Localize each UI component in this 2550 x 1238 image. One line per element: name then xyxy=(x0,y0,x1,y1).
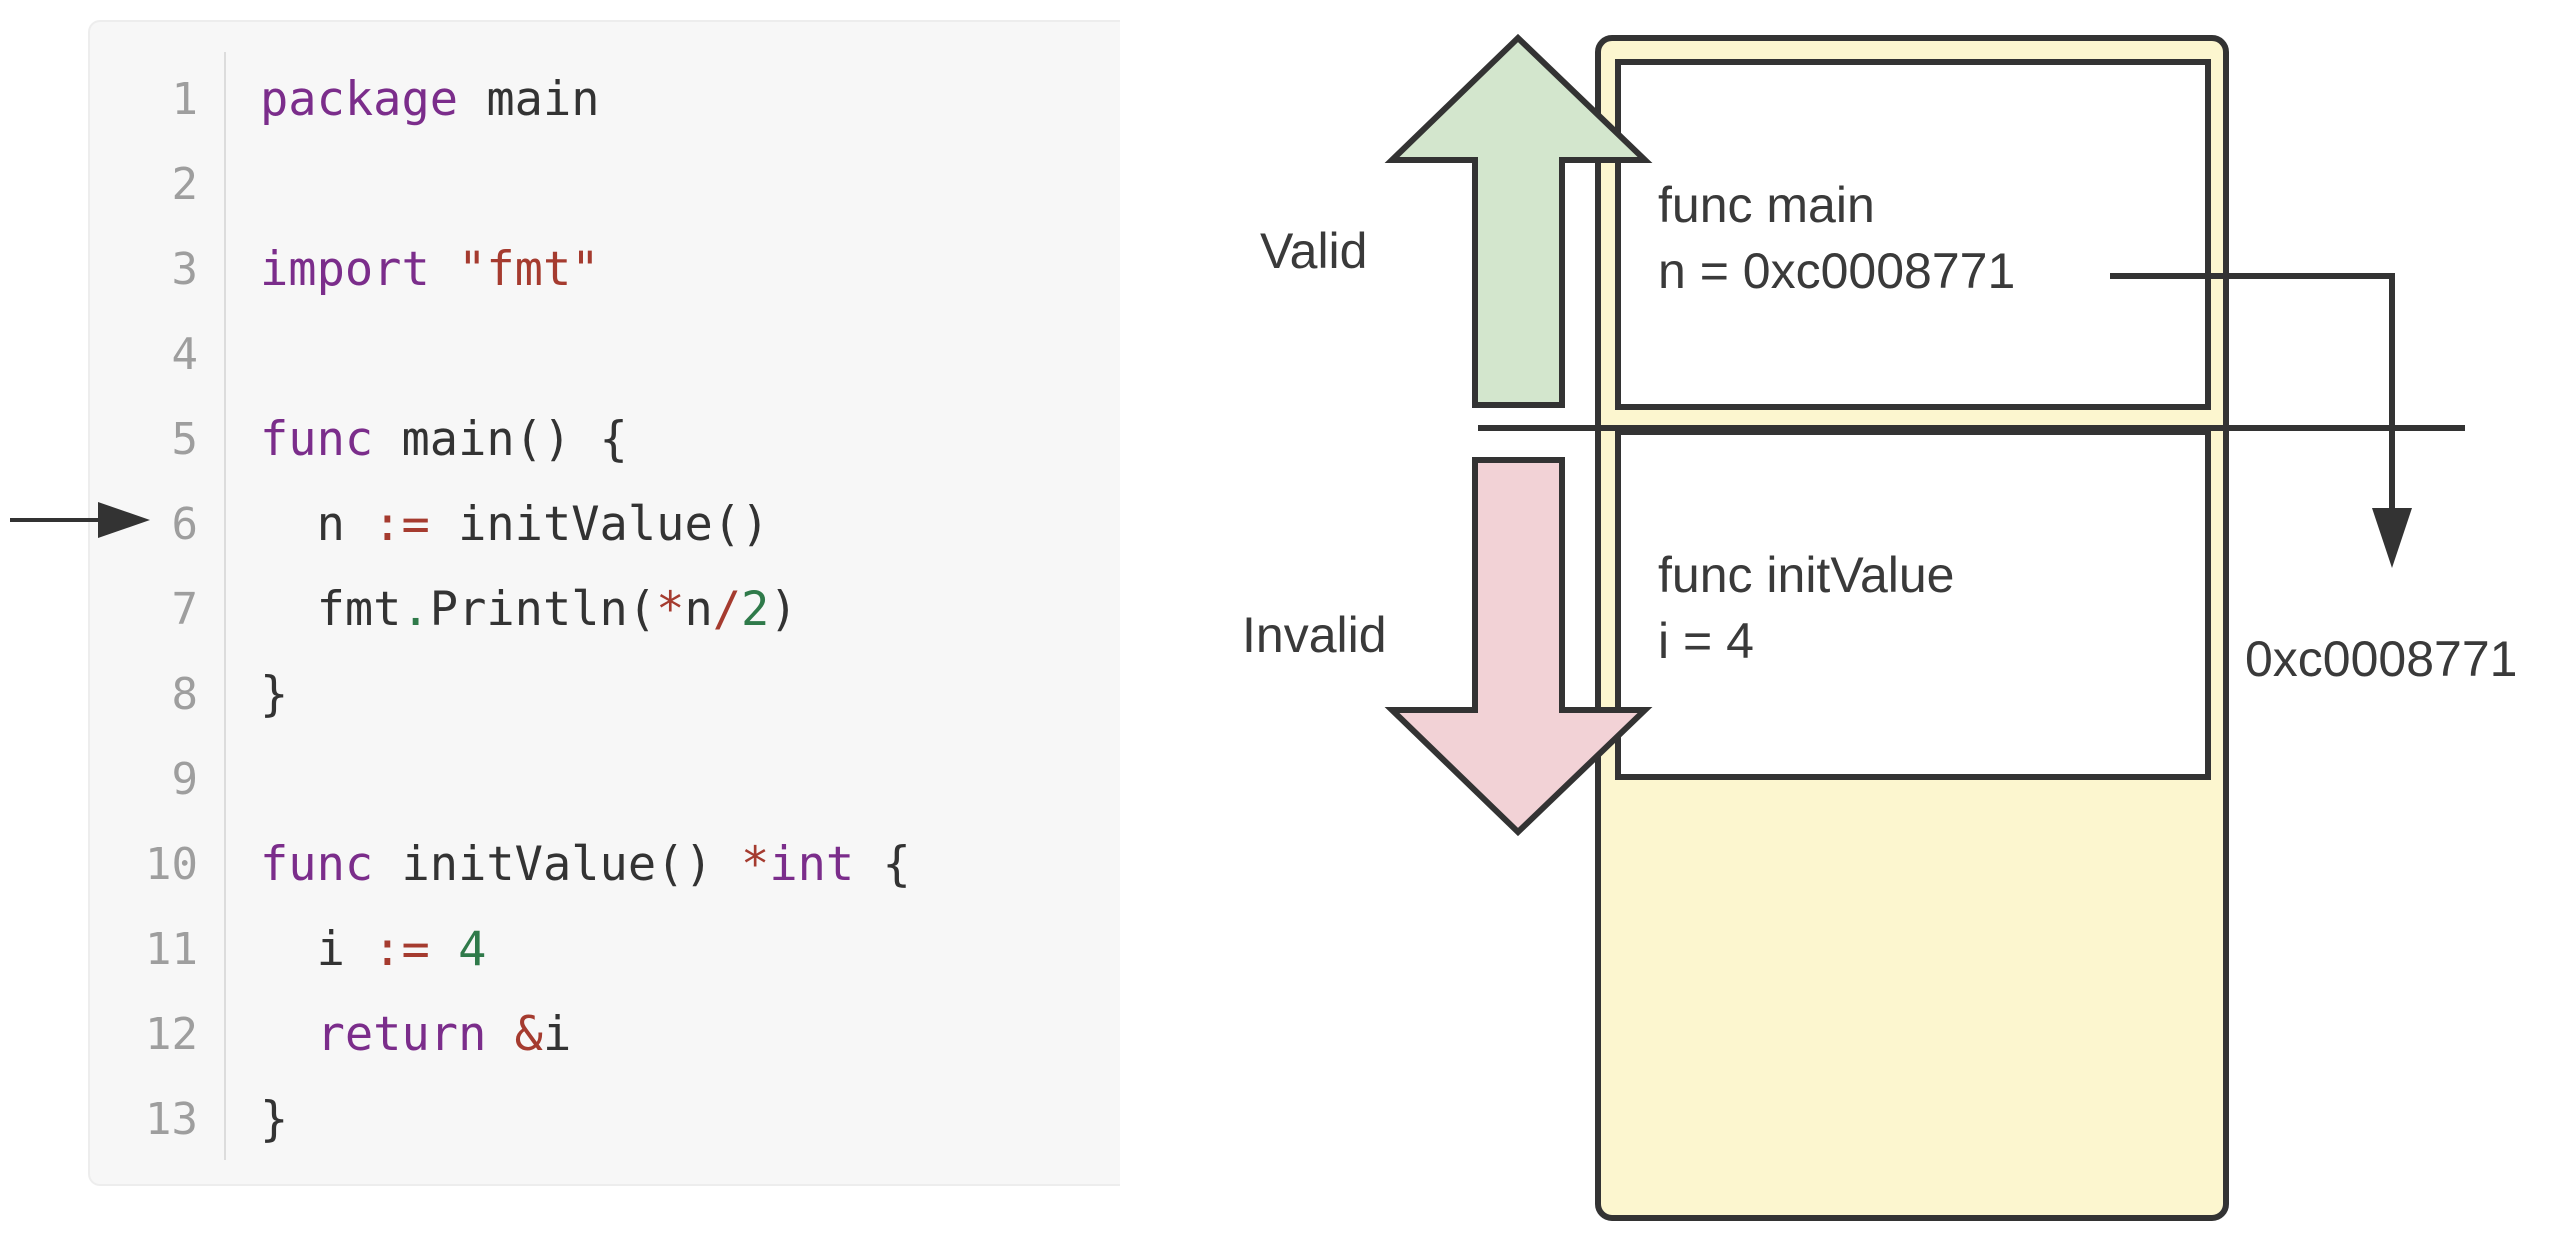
code-token: i xyxy=(542,1007,572,1062)
code-token: "fmt" xyxy=(458,242,600,297)
code-token: Println( xyxy=(429,582,657,637)
code-token: initValue() xyxy=(373,837,742,892)
code-token: * xyxy=(656,582,685,637)
line-number: 6 xyxy=(171,499,199,550)
pointer-connector xyxy=(2110,273,2395,520)
code-token: 2 xyxy=(741,582,770,637)
line-number-gutter-divider xyxy=(224,52,226,1160)
invalid-down-arrow xyxy=(1384,457,1653,837)
code-panel xyxy=(88,20,1120,1186)
code-line: } xyxy=(260,665,288,725)
line-number: 7 xyxy=(171,584,199,635)
code-token: import xyxy=(260,242,430,297)
code-token: } xyxy=(260,667,289,722)
line-number: 10 xyxy=(145,839,198,890)
line-number: 11 xyxy=(145,924,198,975)
code-token: 4 xyxy=(458,922,487,977)
code-line: i := 4 xyxy=(260,920,487,980)
code-token: * xyxy=(741,837,770,892)
line-number: 3 xyxy=(171,244,199,295)
main-frame-variable: n = 0xc0008771 xyxy=(1658,243,2015,299)
valid-up-arrow xyxy=(1384,33,1653,408)
code-line: fmt.Println(*n/2) xyxy=(260,580,798,640)
code-token: n xyxy=(260,497,374,552)
main-stack-frame xyxy=(1615,59,2211,410)
line-number: 5 xyxy=(171,414,199,465)
code-token: n xyxy=(684,582,713,637)
initvalue-frame-variable: i = 4 xyxy=(1658,613,1754,669)
code-token: ) xyxy=(769,582,798,637)
code-line: n := initValue() xyxy=(260,495,770,555)
code-line: import "fmt" xyxy=(260,240,600,300)
code-line: func main() { xyxy=(260,410,628,470)
valid-label: Valid xyxy=(1260,223,1367,279)
pointer-target-address: 0xc0008771 xyxy=(2245,631,2517,687)
invalid-label: Invalid xyxy=(1242,607,1387,663)
code-token: & xyxy=(514,1007,543,1062)
code-token: return xyxy=(316,1007,487,1062)
code-line: func initValue() *int { xyxy=(260,835,911,895)
line-number: 2 xyxy=(171,159,199,210)
code-token: int xyxy=(769,837,855,892)
code-token: main() { xyxy=(373,412,628,467)
code-token: func xyxy=(260,412,374,467)
code-token: . xyxy=(401,582,430,637)
code-token: initValue() xyxy=(429,497,770,552)
current-line-arrow xyxy=(10,502,150,538)
code-token: fmt xyxy=(260,582,402,637)
line-number: 12 xyxy=(145,1009,198,1060)
line-number: 8 xyxy=(171,669,199,720)
code-token: / xyxy=(712,582,742,637)
code-token: := xyxy=(373,922,430,977)
code-token: } xyxy=(260,1092,289,1147)
main-frame-title: func main xyxy=(1658,177,1875,233)
code-token: main xyxy=(458,72,600,127)
line-number: 9 xyxy=(171,754,199,805)
code-line: return &i xyxy=(260,1005,572,1065)
initvalue-stack-frame xyxy=(1615,429,2211,780)
line-number: 13 xyxy=(145,1094,198,1145)
code-token: := xyxy=(373,497,430,552)
pointer-arrowhead xyxy=(2372,508,2412,568)
line-number: 1 xyxy=(171,74,199,125)
code-token: { xyxy=(854,837,911,892)
code-token: i xyxy=(260,922,374,977)
initvalue-frame-title: func initValue xyxy=(1658,547,1954,603)
code-token: func xyxy=(260,837,374,892)
code-line: package main xyxy=(260,70,600,130)
code-token: package xyxy=(260,72,459,127)
code-line: } xyxy=(260,1090,288,1150)
line-number: 4 xyxy=(171,329,199,380)
